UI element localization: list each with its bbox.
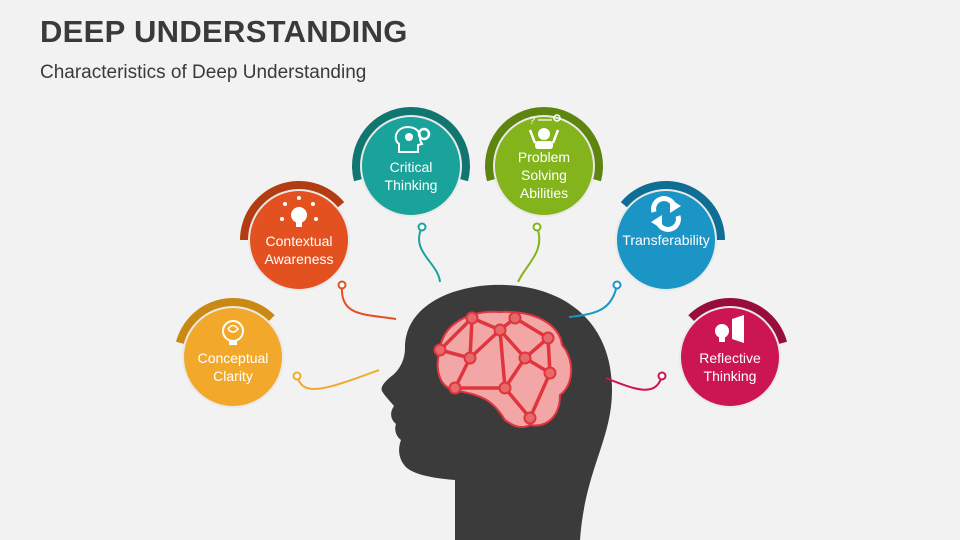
head-arrows-icon — [280, 196, 318, 227]
brain-node — [541, 331, 555, 345]
person-question-icon: ? — [528, 114, 561, 149]
brain-node — [543, 366, 557, 380]
head-gears-icon — [394, 125, 431, 153]
critical-thinking-connector-dot — [417, 222, 427, 232]
brain-node — [523, 411, 537, 425]
reflective-thinking-label-line: Reflective — [699, 350, 761, 366]
brain-bulb-icon — [222, 320, 244, 345]
brain-node — [518, 351, 532, 365]
reflective-thinking-connector-dot — [657, 371, 667, 381]
contextual-awareness-circle — [250, 191, 348, 289]
problem-solving-label-line: Solving — [521, 167, 567, 183]
brain-node — [493, 323, 507, 337]
critical-thinking-circle — [362, 117, 460, 215]
reflective-thinking-circle — [681, 308, 779, 406]
brain-node — [508, 311, 522, 325]
problem-solving-circle — [495, 117, 593, 215]
transferability-circle — [617, 191, 715, 289]
svg-text:?: ? — [529, 115, 535, 127]
conceptual-clarity-label-line: Clarity — [213, 368, 253, 384]
brain-network-icon — [433, 310, 573, 429]
brain-node — [463, 351, 477, 365]
transferability-connector — [568, 284, 618, 318]
conceptual-clarity-circle — [184, 308, 282, 406]
contextual-awareness-label-line: Contextual — [266, 233, 333, 249]
critical-thinking-connector — [418, 226, 441, 283]
brain-node — [498, 381, 512, 395]
head-mirror-icon — [715, 315, 744, 343]
page-title: DEEP UNDERSTANDING — [40, 14, 408, 49]
reflective-thinking-connector — [605, 375, 663, 391]
problem-solving-label-line: Abilities — [520, 185, 568, 201]
brain-node — [433, 343, 447, 357]
brain-node — [465, 311, 479, 325]
problem-solving-label-line: Problem — [518, 149, 570, 165]
contextual-awareness-connector-dot — [337, 280, 347, 290]
contextual-awareness-label-line: Awareness — [264, 251, 333, 267]
conceptual-clarity-connector-dot — [292, 371, 302, 381]
problem-solving-connector — [517, 226, 541, 283]
conceptual-clarity-label-line: Conceptual — [198, 350, 269, 366]
critical-thinking-label-line: Critical — [390, 159, 433, 175]
transferability-connector-dot — [612, 280, 622, 290]
transfer-arrows-icon — [651, 196, 681, 232]
critical-thinking-label-line: Thinking — [385, 177, 438, 193]
contextual-awareness-connector — [340, 284, 397, 320]
transferability-label-line: Transferability — [622, 232, 709, 248]
reflective-thinking-label-line: Thinking — [704, 368, 757, 384]
problem-solving-connector-dot — [532, 222, 542, 232]
node-transferability: Transferability — [615, 181, 725, 291]
conceptual-clarity-connector — [296, 369, 380, 390]
brain-node — [448, 381, 462, 395]
page-subtitle: Characteristics of Deep Understanding — [40, 62, 367, 83]
